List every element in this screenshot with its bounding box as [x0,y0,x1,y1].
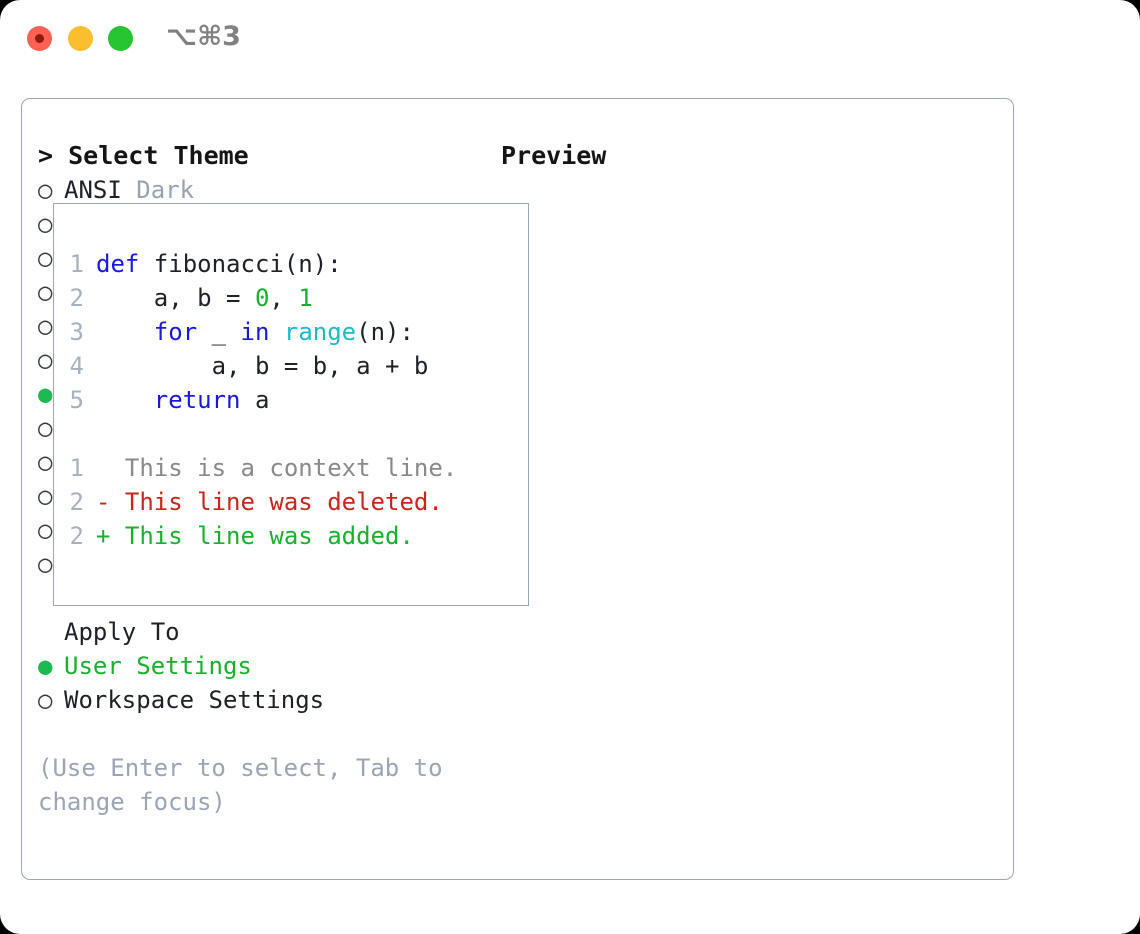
title-bar: ⌥⌘3 [0,0,1140,78]
apply-to-heading: Apply To [64,618,180,646]
spacer [122,173,136,207]
diff-line: 1 This is a context line. [62,451,458,485]
line-number: 5 [69,386,84,414]
diff-spacer [110,522,124,550]
radio-unselected-icon: ○ [38,278,53,306]
diff-text: + This line was added. [96,519,414,553]
radio-unselected-icon: ○ [38,176,53,204]
code-token-plain: (n): [356,318,414,346]
code-token-kw: return [153,386,241,414]
code-text: a, b = b, a + b [96,349,429,383]
page-title: > Select Theme [38,141,249,170]
line-number: 3 [69,318,84,346]
diff-marker [96,454,110,482]
theme-list-item[interactable]: ○ ANSI Dark [38,173,488,207]
code-line: 3 for _ in range(n): [62,315,457,349]
apply-to-label: Workspace Settings [64,686,325,714]
radio-unselected-icon: ○ [38,244,53,272]
diff-body: This line was deleted. [124,488,443,516]
code-token-kw: def [96,250,140,278]
apply-to-list[interactable]: ● User Settings ○ Workspace Settings [38,649,488,717]
diff-marker: + [96,522,111,550]
radio-selected-icon: ● [38,380,53,408]
code-token-plain: a, b = b, a + b [96,352,429,380]
radio-unselected-icon: ○ [38,346,53,374]
diff-body: This line was added. [124,522,414,550]
code-token-plain [96,386,154,414]
apply-to-label: User Settings [64,652,252,680]
code-token-num: 1 [298,284,313,312]
radio-unselected-icon: ○ [38,550,53,578]
code-line: 1 def fibonacci(n): [62,247,457,281]
apply-to-option[interactable]: ● User Settings [38,649,488,683]
radio-unselected-icon: ○ [38,210,53,238]
apply-to-section: Apply To ● User Settings ○ Workspace Settin… [38,615,488,717]
radio-unselected-icon: ○ [38,686,53,714]
minimize-window-button[interactable] [68,26,93,51]
diff-line: 2 + This line was added. [62,519,457,553]
diff-spacer [110,454,124,482]
code-token-plain: , [269,284,299,312]
code-token-plain [269,318,283,346]
code-token-plain [96,318,154,346]
close-window-button[interactable] [27,26,52,51]
line-number: 4 [69,352,84,380]
code-text: for _ in range(n): [96,315,414,349]
main-panel: > Select Theme ○ANSI Dark○Atom One Dark○… [21,98,1014,880]
diff-line: 2- This line was deleted. [62,485,457,519]
line-number: 1 [69,250,84,278]
radio-unselected-icon: ○ [38,312,53,340]
diff-text: - This line was deleted. [96,485,443,519]
code-token-num: 0 [254,284,270,312]
code-token-kw: in [240,318,270,346]
radio-unselected-icon: ○ [38,448,53,476]
diff-marker: - [96,488,111,516]
preview-column: Preview [501,139,1001,173]
code-token-plain: a [240,386,270,414]
code-blank-line [62,417,457,451]
code-text: a, b = 0, 1 [96,281,313,315]
line-number: 1 [69,454,84,482]
radio-unselected-icon: ○ [38,414,53,442]
code-line: 4 a, b = b, a + b [62,349,457,383]
preview-title: Preview [501,141,607,170]
code-token-call: range [283,318,357,346]
radio-unselected-icon: ○ [38,516,53,544]
code-text: return a [96,383,270,417]
code-line: 2 a, b = 0, 1 [62,281,457,315]
diff-text: This is a context line. [96,451,457,485]
theme-name: ANSI [64,176,122,204]
line-number: 2 [69,284,84,312]
diff-body: This is a context line. [124,454,458,482]
theme-variant-badge: Dark [136,176,195,204]
line-number: 2 [69,522,84,550]
keyboard-shortcut-label: ⌥⌘3 [166,21,241,52]
code-text: def fibonacci(n): [96,247,342,281]
radio-selected-icon: ● [38,652,53,680]
code-line: 5 return a [62,383,457,417]
diff-spacer [110,488,124,516]
radio-unselected-icon: ○ [38,482,53,510]
code-token-kw: for [153,318,198,346]
maximize-window-button[interactable] [108,26,133,51]
code-token-plain: a, b = [96,284,255,312]
line-number: 2 [69,488,84,516]
apply-to-option[interactable]: ○ Workspace Settings [38,683,488,717]
code-token-plain: _ [197,318,241,346]
keyboard-hint-text: (Use Enter to select, Tab to change focu… [38,754,443,816]
code-token-plain: fibonacci(n): [139,250,342,278]
